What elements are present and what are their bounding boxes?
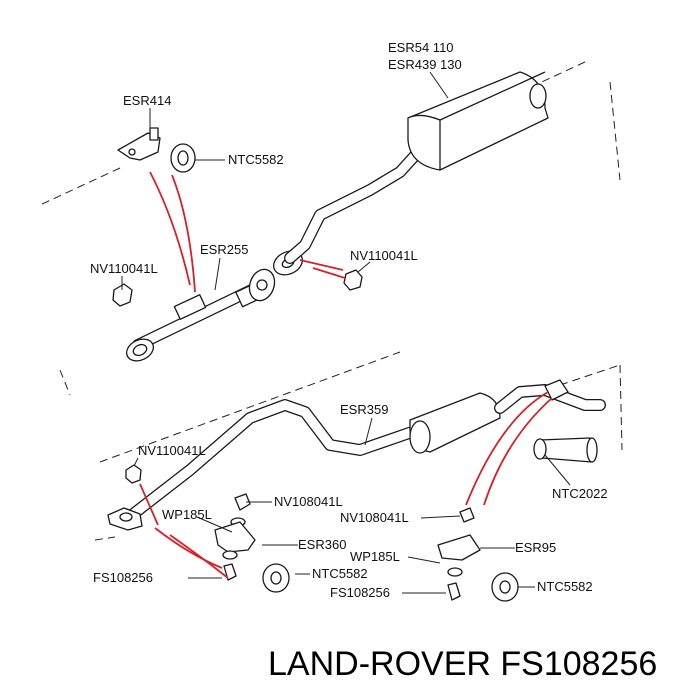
lower-mid-pipe-label: ESR359 [340,402,388,417]
lower-right-washer-label: WP185L [350,549,400,564]
upper-muffler-pn1-label: ESR54 110 [388,40,454,55]
lower-highlight-line-4 [465,391,549,506]
upper-left-nut [112,283,133,307]
upper-assembly: ESR54 110 ESR439 130 ESR414 NTC5582 NV11… [39,40,621,396]
lower-flange-nut-label: NV110041L [138,443,206,458]
lower-left-bolt-label: FS108256 [93,570,153,585]
lower-highlight-line-1 [139,483,159,526]
lower-left-rubber-label: NTC5582 [312,566,368,581]
lower-left-washer-label: WP185L [162,507,212,522]
upper-highlight-line-4 [299,259,344,271]
upper-mount-rubber-label: NTC5582 [228,152,284,167]
lower-right-rubber-label: NTC5582 [537,579,593,594]
lower-left-bracket-label: ESR360 [298,537,346,552]
lower-left-flange [107,507,143,531]
lower-highlight-line-3 [169,534,229,579]
lower-frame-dashed-line [94,351,623,541]
lower-left-nut-label: NV108041L [274,494,343,509]
lower-left-rubber [262,563,290,593]
lower-right-bolt-label: FS108256 [330,585,390,600]
upper-left-nut-label: NV110041L [90,261,158,276]
lower-right-nut-label: NV108041L [340,510,409,525]
lower-highlight-line-5 [483,397,553,506]
upper-front-pipe-label: ESR255 [200,242,248,257]
part-caption: LAND-ROVER FS108256 [268,645,657,683]
lower-right-bracket-label: ESR95 [515,540,556,555]
lower-highlight-line-2 [154,527,223,569]
lower-tailpipe-label: NTC2022 [552,486,608,501]
lower-right-rubber [491,572,519,602]
upper-right-nut [343,269,363,291]
upper-muffler-pn2-label: ESR439 130 [388,57,462,72]
upper-highlight-line-2 [171,174,196,293]
lower-right-hardware [437,507,481,601]
upper-highlight-line-3 [312,267,346,279]
front-pipe [125,268,276,362]
lower-tailpipe [533,437,598,463]
upper-muffler [407,71,549,171]
lower-assembly: ESR359 NV110041L NV108041L WP185L ESR360… [93,351,623,602]
upper-bracket-label: ESR414 [123,93,171,108]
upper-frame-dashed-line [39,61,621,396]
upper-bracket [117,127,161,161]
upper-mount-rubber [170,143,196,173]
upper-highlight-line-1 [149,171,191,286]
lower-muffler [409,392,501,454]
lower-flange-nut [125,464,142,484]
upper-right-nut-label: NV110041L [350,248,418,263]
